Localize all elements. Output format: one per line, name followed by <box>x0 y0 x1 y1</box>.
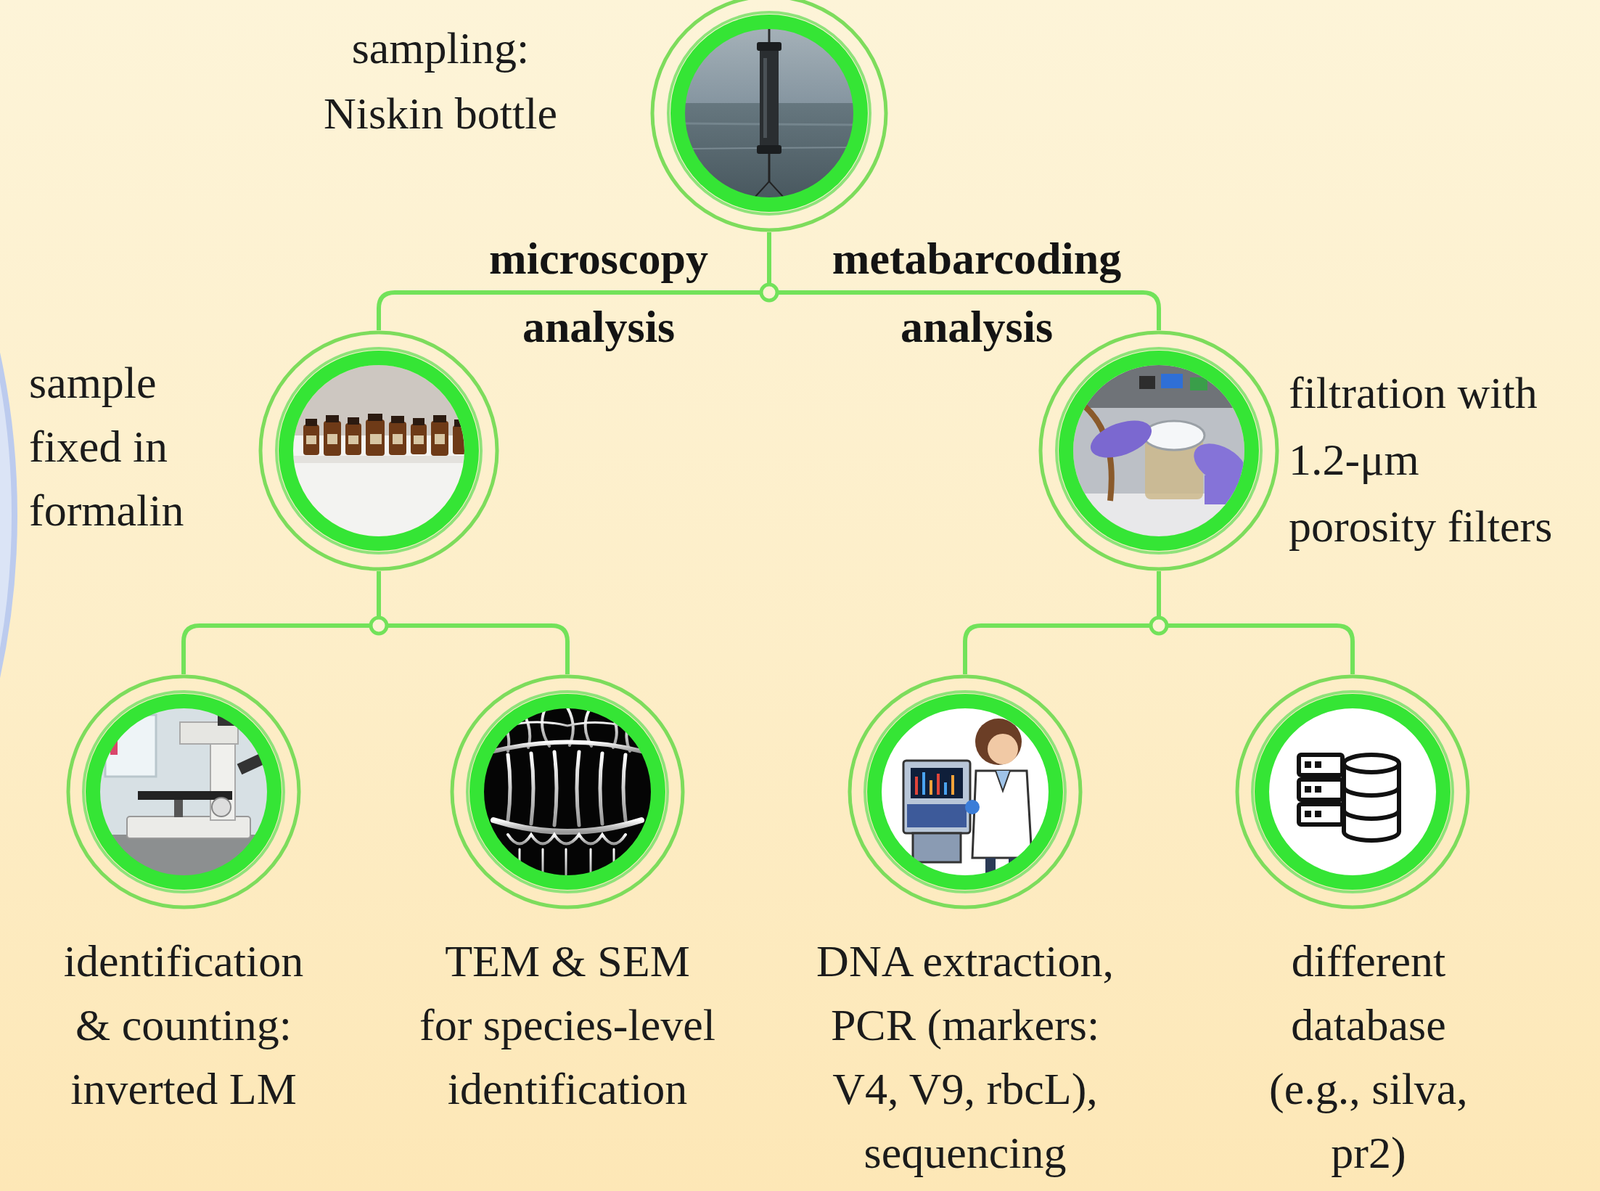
branch-label: microscopy analysis <box>446 224 752 361</box>
tree-connector <box>378 571 568 675</box>
tree-connector <box>965 571 1159 675</box>
circle-outline <box>258 330 500 572</box>
circle-outline <box>650 0 889 233</box>
sequencing-illustration <box>878 703 1056 882</box>
node-label: sample fixed in formalin <box>29 350 247 543</box>
node-label: different database (e.g., silva, pr2) <box>1259 928 1478 1185</box>
node-label: sampling: Niskin bottle <box>317 15 564 146</box>
circle-node: TEM & SEM for species-level identificati… <box>449 674 685 910</box>
microscope-photo <box>97 705 273 882</box>
node-label: DNA extraction, PCR (markers: V4, V9, rb… <box>805 928 1125 1185</box>
branch-label: metabarcoding analysis <box>809 224 1144 361</box>
circle-node: sample fixed in formalin <box>258 330 500 572</box>
circle-node: identification & counting: inverted LM <box>66 674 302 910</box>
database-icon <box>1266 703 1444 882</box>
circle-outline <box>449 674 685 910</box>
circle-outline <box>1235 674 1471 910</box>
junction-dot <box>370 617 387 634</box>
filtration-photo <box>1070 362 1255 541</box>
niskin-photo <box>674 21 864 205</box>
circle-node: different database (e.g., silva, pr2) <box>1235 674 1471 910</box>
circle-outline <box>847 674 1083 910</box>
node-label: TEM & SEM for species-level identificati… <box>415 928 720 1121</box>
circle-node: sampling: Niskin bottle <box>650 0 889 233</box>
circle-outline <box>1038 330 1280 572</box>
tree-connector <box>183 571 379 675</box>
junction-dot <box>1150 617 1167 634</box>
node-label: filtration with 1.2-μm porosity filters <box>1288 359 1572 560</box>
node-label: identification & counting: inverted LM <box>52 928 315 1121</box>
circle-node: filtration with 1.2-μm porosity filters <box>1038 330 1280 572</box>
circle-outline <box>66 674 302 910</box>
tree-connector <box>1158 571 1353 675</box>
junction-dot <box>761 284 778 301</box>
sem-photo <box>478 703 657 882</box>
bottles-photo <box>290 362 469 541</box>
circle-node: DNA extraction, PCR (markers: V4, V9, rb… <box>847 674 1083 910</box>
blue-arc <box>0 0 15 1191</box>
